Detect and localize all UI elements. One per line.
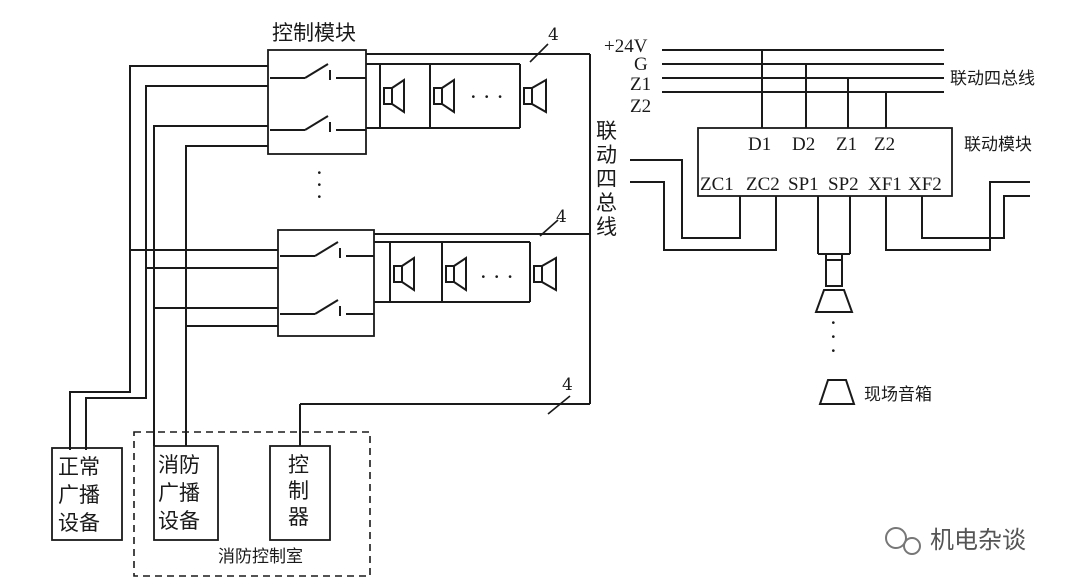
bus-label-24v: +24V xyxy=(604,36,648,57)
terminal-xf2: XF2 xyxy=(908,174,942,195)
bus-label-char: 联 xyxy=(596,119,617,143)
control-module-top-box xyxy=(267,49,367,155)
four-bus-lines xyxy=(662,49,944,93)
switch-4 xyxy=(280,299,374,316)
svg-text:·: · xyxy=(830,339,837,363)
control-module-label: 控制模块 xyxy=(272,21,356,45)
speaker-icon xyxy=(533,256,557,292)
bus-label-char: 线 xyxy=(596,215,617,239)
speaker-icon xyxy=(523,78,547,114)
fire-broadcast-line: 设备 xyxy=(158,509,200,533)
control-module-mid-box xyxy=(277,229,375,337)
dots-mid: · · · xyxy=(480,265,513,289)
watermark-logo-icon xyxy=(885,527,921,555)
controller-line: 制 xyxy=(288,479,309,503)
terminal-zc2: ZC2 xyxy=(746,174,780,195)
terminal-d2: D2 xyxy=(792,134,815,155)
switch-2 xyxy=(270,115,366,132)
speaker-icon xyxy=(433,78,455,114)
fire-broadcast-line: 消防 xyxy=(158,453,200,477)
normal-broadcast-line: 设备 xyxy=(58,511,100,535)
normal-broadcast-box xyxy=(51,447,123,541)
terminal-z2: Z2 xyxy=(874,134,895,155)
fire-control-room-box xyxy=(133,431,371,577)
svg-text:·: · xyxy=(830,325,837,349)
count-mid: 4 xyxy=(556,207,567,227)
onsite-speaker-label: 现场音箱 xyxy=(864,385,932,405)
count-bottom: 4 xyxy=(562,375,573,395)
normal-broadcast-line: 正常 xyxy=(58,455,100,479)
terminal-z1: Z1 xyxy=(836,134,857,155)
bus-label-char: 动 xyxy=(596,143,617,167)
bus-label-g: G xyxy=(634,54,648,75)
watermark-text: 机电杂谈 xyxy=(930,526,1026,554)
bus-label-char: 总 xyxy=(596,191,617,215)
fire-broadcast-line: 广播 xyxy=(158,481,200,505)
linkage-module-label: 联动模块 xyxy=(964,135,1032,155)
controller-line: 器 xyxy=(288,505,309,529)
fire-broadcast-wires xyxy=(153,125,278,446)
speaker-line-mid xyxy=(374,241,531,303)
speaker-icon xyxy=(393,256,415,292)
controller-line: 控 xyxy=(288,453,309,477)
vert-dots-right: · xyxy=(830,311,837,335)
count-top: 4 xyxy=(548,25,559,45)
speaker-line-top xyxy=(366,63,521,129)
dots-top: · · · xyxy=(470,85,503,109)
normal-broadcast-line: 广播 xyxy=(58,483,100,507)
bus-label-char: 四 xyxy=(596,167,617,191)
svg-text:·: · xyxy=(316,185,323,209)
linkage-side-wires xyxy=(630,159,1030,251)
speaker-icon xyxy=(445,256,467,292)
terminal-sp2: SP2 xyxy=(828,174,859,195)
normal-broadcast-wires xyxy=(69,65,278,450)
terminal-xf1: XF1 xyxy=(868,174,902,195)
speaker-icon xyxy=(818,379,856,405)
fire-control-room-label: 消防控制室 xyxy=(218,547,303,567)
terminal-zc1: ZC1 xyxy=(700,174,734,195)
fire-broadcast-box xyxy=(153,445,219,541)
count-tick-bottom xyxy=(547,395,571,415)
bus-label-z1: Z1 xyxy=(630,74,651,95)
onsite-speaker-feed xyxy=(817,196,851,287)
svg-text:·: · xyxy=(316,173,323,197)
switch-1 xyxy=(270,63,366,80)
speaker-icon xyxy=(814,289,854,313)
terminal-d1: D1 xyxy=(748,134,771,155)
controller-box xyxy=(269,445,331,541)
vert-dots-left: · xyxy=(316,161,323,185)
bus-label-z2: Z2 xyxy=(630,96,651,117)
speaker-icon xyxy=(383,78,405,114)
bus-label-right: 联动四总线 xyxy=(950,69,1035,89)
linkage-module-box xyxy=(697,127,953,197)
switch-3 xyxy=(280,241,374,258)
terminal-sp1: SP1 xyxy=(788,174,819,195)
